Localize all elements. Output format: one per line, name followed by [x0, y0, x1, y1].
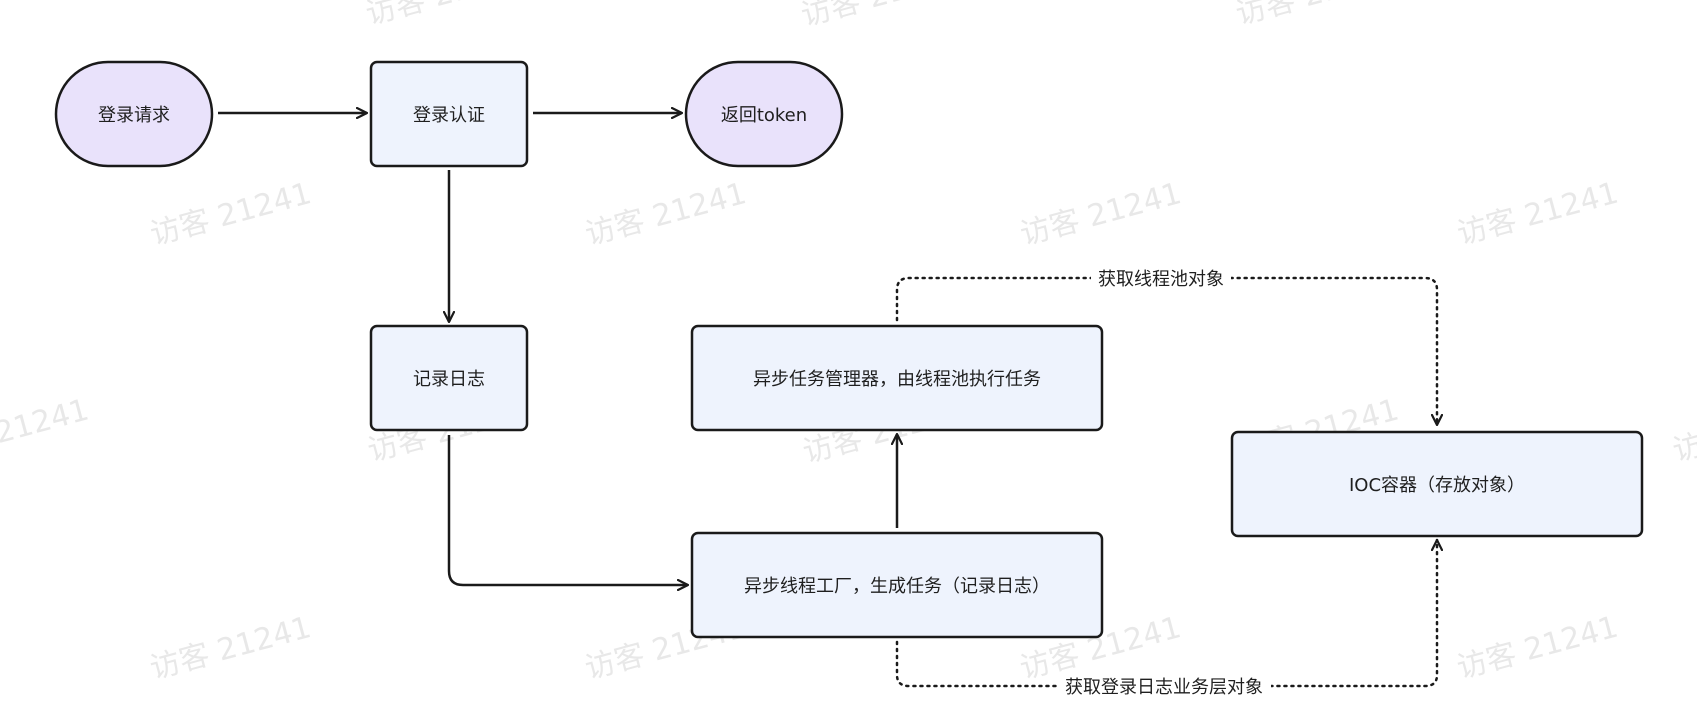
edge-label-background	[1057, 672, 1271, 700]
process-shape	[369, 324, 529, 432]
terminal-shape	[684, 60, 844, 168]
node-label: 登录认证	[413, 105, 485, 126]
node-record-log[interactable]: 记录日志	[369, 324, 529, 432]
watermark: 访客 21241	[1232, 0, 1400, 32]
process-shape	[1230, 430, 1644, 538]
edge-record-log-to-factory	[447, 435, 688, 585]
node-return-token[interactable]: 返回token	[684, 60, 844, 168]
node-login-request[interactable]: 登录请求	[54, 60, 214, 168]
process-shape	[690, 531, 1104, 639]
watermark: 访客 21241	[1017, 176, 1185, 253]
terminal-shape	[54, 60, 214, 168]
node-async-task-manager[interactable]: 异步任务管理器，由线程池执行任务	[690, 324, 1104, 432]
node-label: IOC容器（存放对象）	[1349, 475, 1525, 496]
edge-label-text: 获取线程池对象	[1098, 269, 1224, 290]
watermark: 访客 21241	[1454, 176, 1622, 253]
watermark: 访客 21241	[147, 176, 315, 253]
edge-label-get-thread-pool: 获取线程池对象	[1091, 264, 1231, 292]
watermark: 访客 21241	[1669, 393, 1697, 470]
edge-layer: 获取线程池对象 获取登录日志业务层对象	[218, 113, 1437, 700]
node-label: 异步任务管理器，由线程池执行任务	[753, 369, 1041, 390]
node-ioc-container[interactable]: IOC容器（存放对象）	[1230, 430, 1644, 538]
watermark: 访客 21241	[582, 176, 750, 253]
edge-label-background	[1091, 264, 1231, 292]
node-login-auth[interactable]: 登录认证	[369, 60, 529, 168]
edge-label-text: 获取登录日志业务层对象	[1065, 677, 1263, 698]
watermark: 访客 21241	[362, 0, 530, 32]
process-shape	[369, 60, 529, 168]
node-label: 登录请求	[98, 105, 170, 126]
node-label: 返回token	[721, 105, 807, 126]
process-shape	[690, 324, 1104, 432]
watermark: 访客 21241	[0, 393, 93, 470]
watermark: 访客 21241	[797, 0, 965, 34]
node-layer: 登录请求 登录认证 返回token 记录日志 异步任务管理器，由线程池执行任务 …	[54, 60, 1644, 639]
watermark: 访客 21241	[1453, 610, 1621, 687]
node-async-thread-factory[interactable]: 异步线程工厂，生成任务（记录日志）	[690, 531, 1104, 639]
edge-label-get-login-log-service: 获取登录日志业务层对象	[1057, 672, 1271, 700]
watermark: 访客 21241	[146, 610, 314, 687]
node-label: 异步线程工厂，生成任务（记录日志）	[744, 576, 1050, 597]
node-label: 记录日志	[413, 369, 485, 390]
